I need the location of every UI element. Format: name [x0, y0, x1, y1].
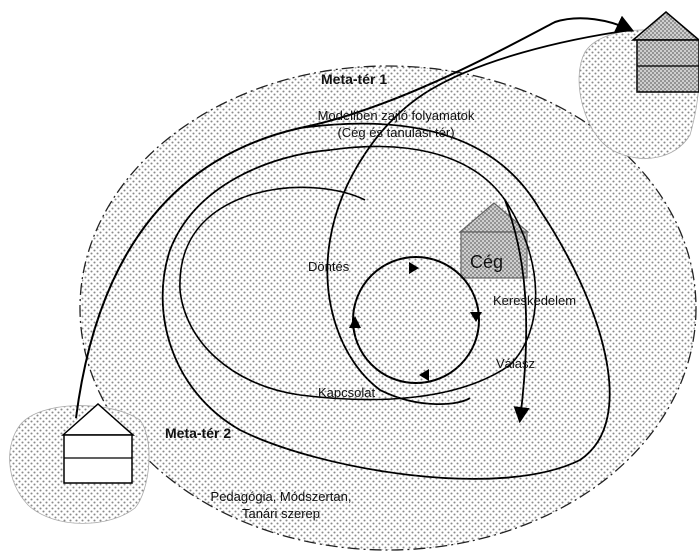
company-house	[458, 202, 530, 279]
meta-space-2-label: Meta-tér 2	[165, 425, 232, 441]
answer-label: Válasz	[496, 356, 536, 371]
spiral-outer-arc	[161, 122, 611, 480]
arc-to-external	[75, 15, 635, 419]
cycle-arrow	[419, 369, 429, 381]
processes-line-1: Modellben zajló folyamatok	[317, 108, 475, 123]
external-house-bottom-left	[9, 402, 150, 524]
cycle-arrow	[409, 262, 419, 274]
decision-label: Döntés	[308, 259, 350, 274]
pedagogy-line-1: Pedagógia, Módszertan,	[210, 489, 352, 504]
external-house-top-right	[578, 11, 699, 159]
meta-space-region	[79, 65, 697, 551]
pedagogy-label: Pedagógia, Módszertan, Tanári szerep	[196, 488, 366, 522]
company-label: Cég	[470, 252, 504, 272]
cycle-arrow	[470, 312, 482, 322]
cycle-arrow	[349, 316, 361, 328]
arc-descending-right	[504, 199, 530, 424]
processes-line-2: (Cég és tanulási tér)	[337, 125, 455, 140]
house-icon	[630, 11, 699, 41]
spiral-inner-arc	[179, 145, 537, 401]
arc-from-external	[326, 29, 632, 406]
processes-label: Modellben zajló folyamatok (Cég és tanul…	[276, 107, 516, 141]
meta-space-1-label: Meta-tér 1	[321, 71, 388, 87]
trade-label: Kereskedelem	[493, 293, 577, 308]
connection-label: Kapcsolat	[318, 385, 376, 400]
pedagogy-line-2: Tanári szerep	[241, 506, 321, 521]
